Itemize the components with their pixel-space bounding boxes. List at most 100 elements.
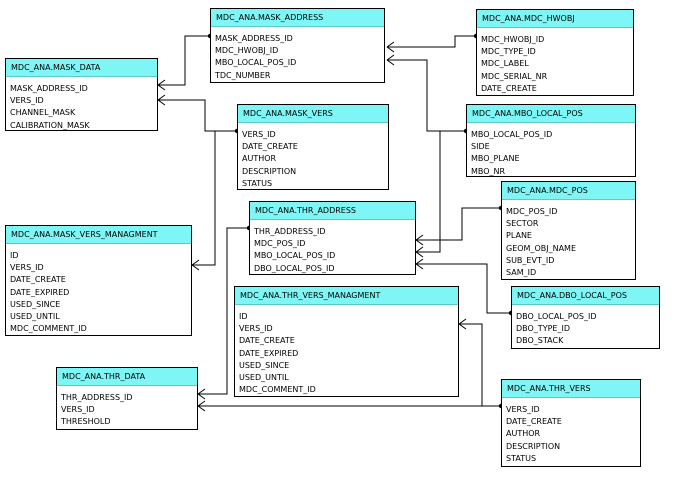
relation-thr-address-mbo-local-pos <box>416 130 466 253</box>
table-title: MDC_ANA.MDC_POS <box>502 182 635 200</box>
column-name: THR_ADDRESS_ID <box>254 227 326 236</box>
column-name: MDC_SERIAL_NR <box>481 71 548 81</box>
column-name: MDC_TYPE_ID <box>481 47 536 57</box>
crowfoot-mask-data <box>157 79 166 91</box>
column-name: DATE_CREATE <box>239 336 295 346</box>
column-name: VERS_ID <box>10 96 44 106</box>
table-thr-vers[interactable]: MDC_ANA.THR_VERS VERS_ID DATE_CREATE AUTHOR… <box>501 379 641 467</box>
column-name: DBO_LOCAL_POS_ID <box>254 263 335 273</box>
column-name: DATE_EXPIRED <box>10 287 70 297</box>
column-name: MDC_HWOBJ_ID <box>481 35 545 44</box>
relation-thr-data-thr-address <box>198 227 249 395</box>
column-name: MDC_HWOBJ_ID <box>215 46 279 56</box>
relation-thr-address-dbo-local-pos <box>416 263 511 314</box>
relation-mask-address-mdc-hwobj <box>387 35 476 48</box>
column-name: SIDE <box>471 142 490 152</box>
column-name: MDC_COMMENT_ID <box>10 324 87 334</box>
table-title: MDC_ANA.MASK_VERS_MANAGMENT <box>6 226 191 244</box>
table-title: MDC_ANA.DBO_LOCAL_POS <box>512 287 659 305</box>
column-name: VERS_ID <box>506 405 540 414</box>
column-name: DATE_EXPIRED <box>239 348 299 358</box>
column-name: ID <box>10 251 19 260</box>
column-name: MBO_NR <box>471 166 506 176</box>
column-name: GEOM_OBJ_NAME <box>506 243 577 253</box>
column-name: DBO_TYPE_ID <box>516 324 570 334</box>
column-name: MDC_LABEL <box>481 59 529 69</box>
table-columns: ID VERS_ID DATE_CREATE DATE_EXPIRED USED_SIN… <box>235 305 458 396</box>
column-name: STATUS <box>506 453 537 463</box>
table-title: MDC_ANA.MBO_LOCAL_POS <box>467 105 635 123</box>
table-mask-data[interactable]: MDC_ANA.MASK_DATA MASK_ADDRESS_ID VERS_ID C… <box>5 58 158 131</box>
table-mask-address[interactable]: MDC_ANA.MASK_ADDRESS MASK_ADDRESS_ID MDC_H… <box>210 8 385 83</box>
column-name: VERS_ID <box>10 263 44 273</box>
table-columns: MASK_ADDRESS_ID VERS_ID CHANNEL_MASK CALIBR… <box>6 77 157 132</box>
table-columns: MDC_HWOBJ_ID MDC_TYPE_ID MDC_LABEL MDC_SERI… <box>477 28 633 95</box>
column-name: MDC_POS_ID <box>254 239 306 249</box>
column-name: VERS_ID <box>239 324 273 334</box>
column-name: USED_UNTIL <box>10 311 60 321</box>
table-mask-vers-managment[interactable]: MDC_ANA.MASK_VERS_MANAGMENT ID VERS_ID DATE… <box>5 225 192 336</box>
relation-thr-address-mdc-pos <box>416 207 501 241</box>
crowfoot-mask-vers-managment <box>191 259 200 271</box>
column-name: ID <box>239 312 248 321</box>
column-name: USED_SINCE <box>239 360 290 370</box>
crowfoot-thr-vers-managment <box>458 318 467 330</box>
column-name: MDC_POS_ID <box>506 207 558 216</box>
relation-mask-vers-managment <box>192 130 237 266</box>
table-mdc-hwobj[interactable]: MDC_ANA.MDC_HWOBJ MDC_HWOBJ_ID MDC_TYPE_ID… <box>476 9 634 96</box>
column-name: MASK_ADDRESS_ID <box>215 34 293 43</box>
crowfoot-thr-address-pos <box>415 234 424 246</box>
column-name: CHANNEL_MASK <box>10 108 76 118</box>
column-name: AUTHOR <box>506 429 541 439</box>
table-columns: VERS_ID DATE_CREATE AUTHOR DESCRIPTION STATU… <box>502 398 640 465</box>
column-name: AUTHOR <box>242 154 277 164</box>
column-name: DESCRIPTION <box>242 166 297 176</box>
table-title: MDC_ANA.MASK_DATA <box>6 59 157 77</box>
relation-mask-data-mask-vers <box>158 99 237 132</box>
column-name: PLANE <box>506 231 532 241</box>
table-columns: THR_ADDRESS_ID MDC_POS_ID MBO_LOCAL_POS_ID… <box>250 220 415 275</box>
table-title: MDC_ANA.MASK_VERS <box>238 105 388 123</box>
table-mdc-pos[interactable]: MDC_ANA.MDC_POS MDC_POS_ID SECTOR PLANE GEOM… <box>501 181 636 280</box>
column-name: USED_UNTIL <box>239 372 289 382</box>
table-title: MDC_ANA.THR_ADDRESS <box>250 202 415 220</box>
column-name: DATE_CREATE <box>481 83 537 93</box>
column-name: THR_ADDRESS_ID <box>61 393 133 402</box>
column-name: SUB_EVT_ID <box>506 255 555 265</box>
table-title: MDC_ANA.MASK_ADDRESS <box>211 9 384 27</box>
crowfoot-thr-data-address <box>197 388 206 400</box>
table-dbo-local-pos[interactable]: MDC_ANA.DBO_LOCAL_POS DBO_LOCAL_POS_ID DBO… <box>511 286 660 349</box>
table-columns: MDC_POS_ID SECTOR PLANE GEOM_OBJ_NAME SUB_EV… <box>502 200 635 279</box>
table-title: MDC_ANA.THR_VERS <box>502 380 640 398</box>
relation-mask-data-mask-address <box>158 35 210 86</box>
column-name: MASK_ADDRESS_ID <box>10 84 88 93</box>
relation-thr-vers-managment <box>459 323 501 407</box>
column-name: TDC_NUMBER <box>215 70 271 80</box>
crowfoot-mask-data-vers <box>157 94 166 106</box>
column-name: MBO_PLANE <box>471 154 520 164</box>
column-name: DATE_CREATE <box>506 417 562 427</box>
column-name: DESCRIPTION <box>506 441 561 451</box>
crowfoot-mask-address-hwobj <box>386 41 395 53</box>
table-title: MDC_ANA.MDC_HWOBJ <box>477 10 633 28</box>
column-name: USED_SINCE <box>10 299 61 309</box>
column-name: CALIBRATION_MASK <box>10 120 90 130</box>
column-name: MBO_LOCAL_POS_ID <box>254 251 336 261</box>
crowfoot-thr-address-mbo <box>415 246 424 258</box>
crowfoot-thr-address-dbo <box>415 258 424 270</box>
table-thr-address[interactable]: MDC_ANA.THR_ADDRESS THR_ADDRESS_ID MDC_POS… <box>249 201 416 275</box>
column-name: THRESHOLD <box>61 417 111 427</box>
column-name: DBO_LOCAL_POS_ID <box>516 312 597 321</box>
table-title: MDC_ANA.THR_DATA <box>57 368 197 386</box>
column-name: STATUS <box>242 178 273 188</box>
column-name: SECTOR <box>506 219 539 229</box>
